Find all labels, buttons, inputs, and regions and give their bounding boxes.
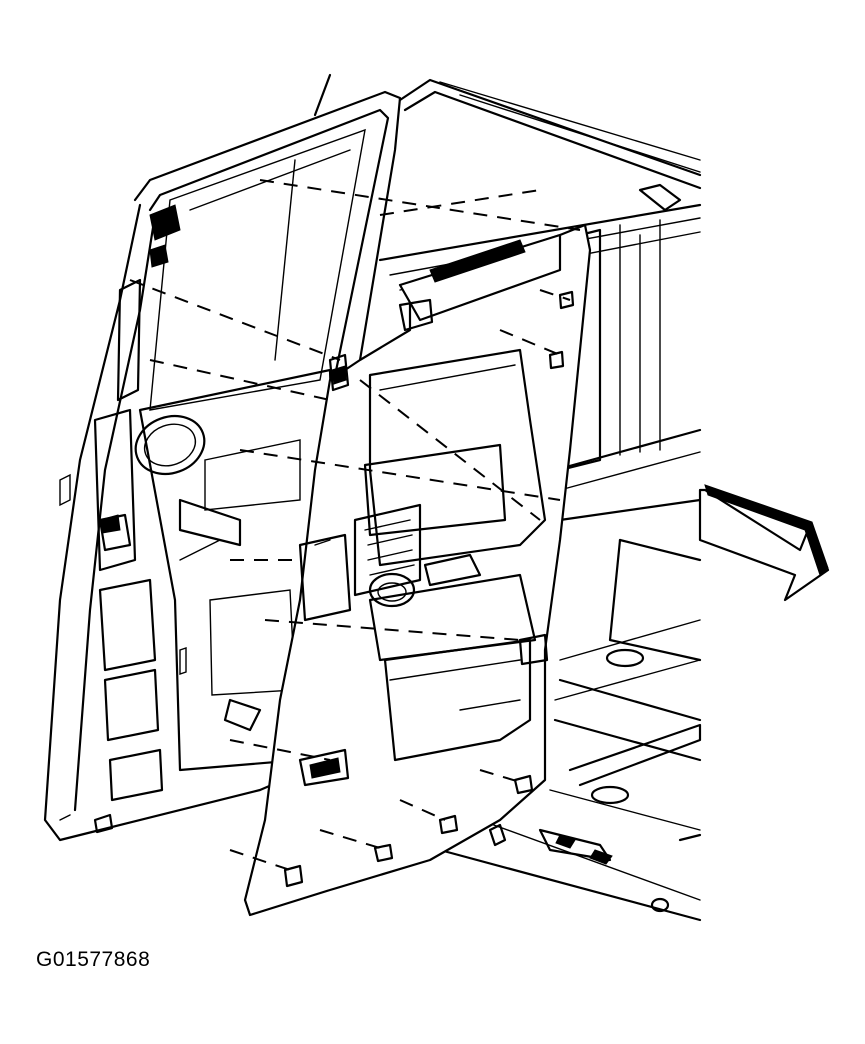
arrow-icon (698, 484, 830, 602)
leader-lines (129, 179, 581, 871)
door-trim-panel (243, 223, 592, 917)
figure-caption: G01577868 (36, 948, 151, 971)
cab-interior (378, 78, 702, 922)
